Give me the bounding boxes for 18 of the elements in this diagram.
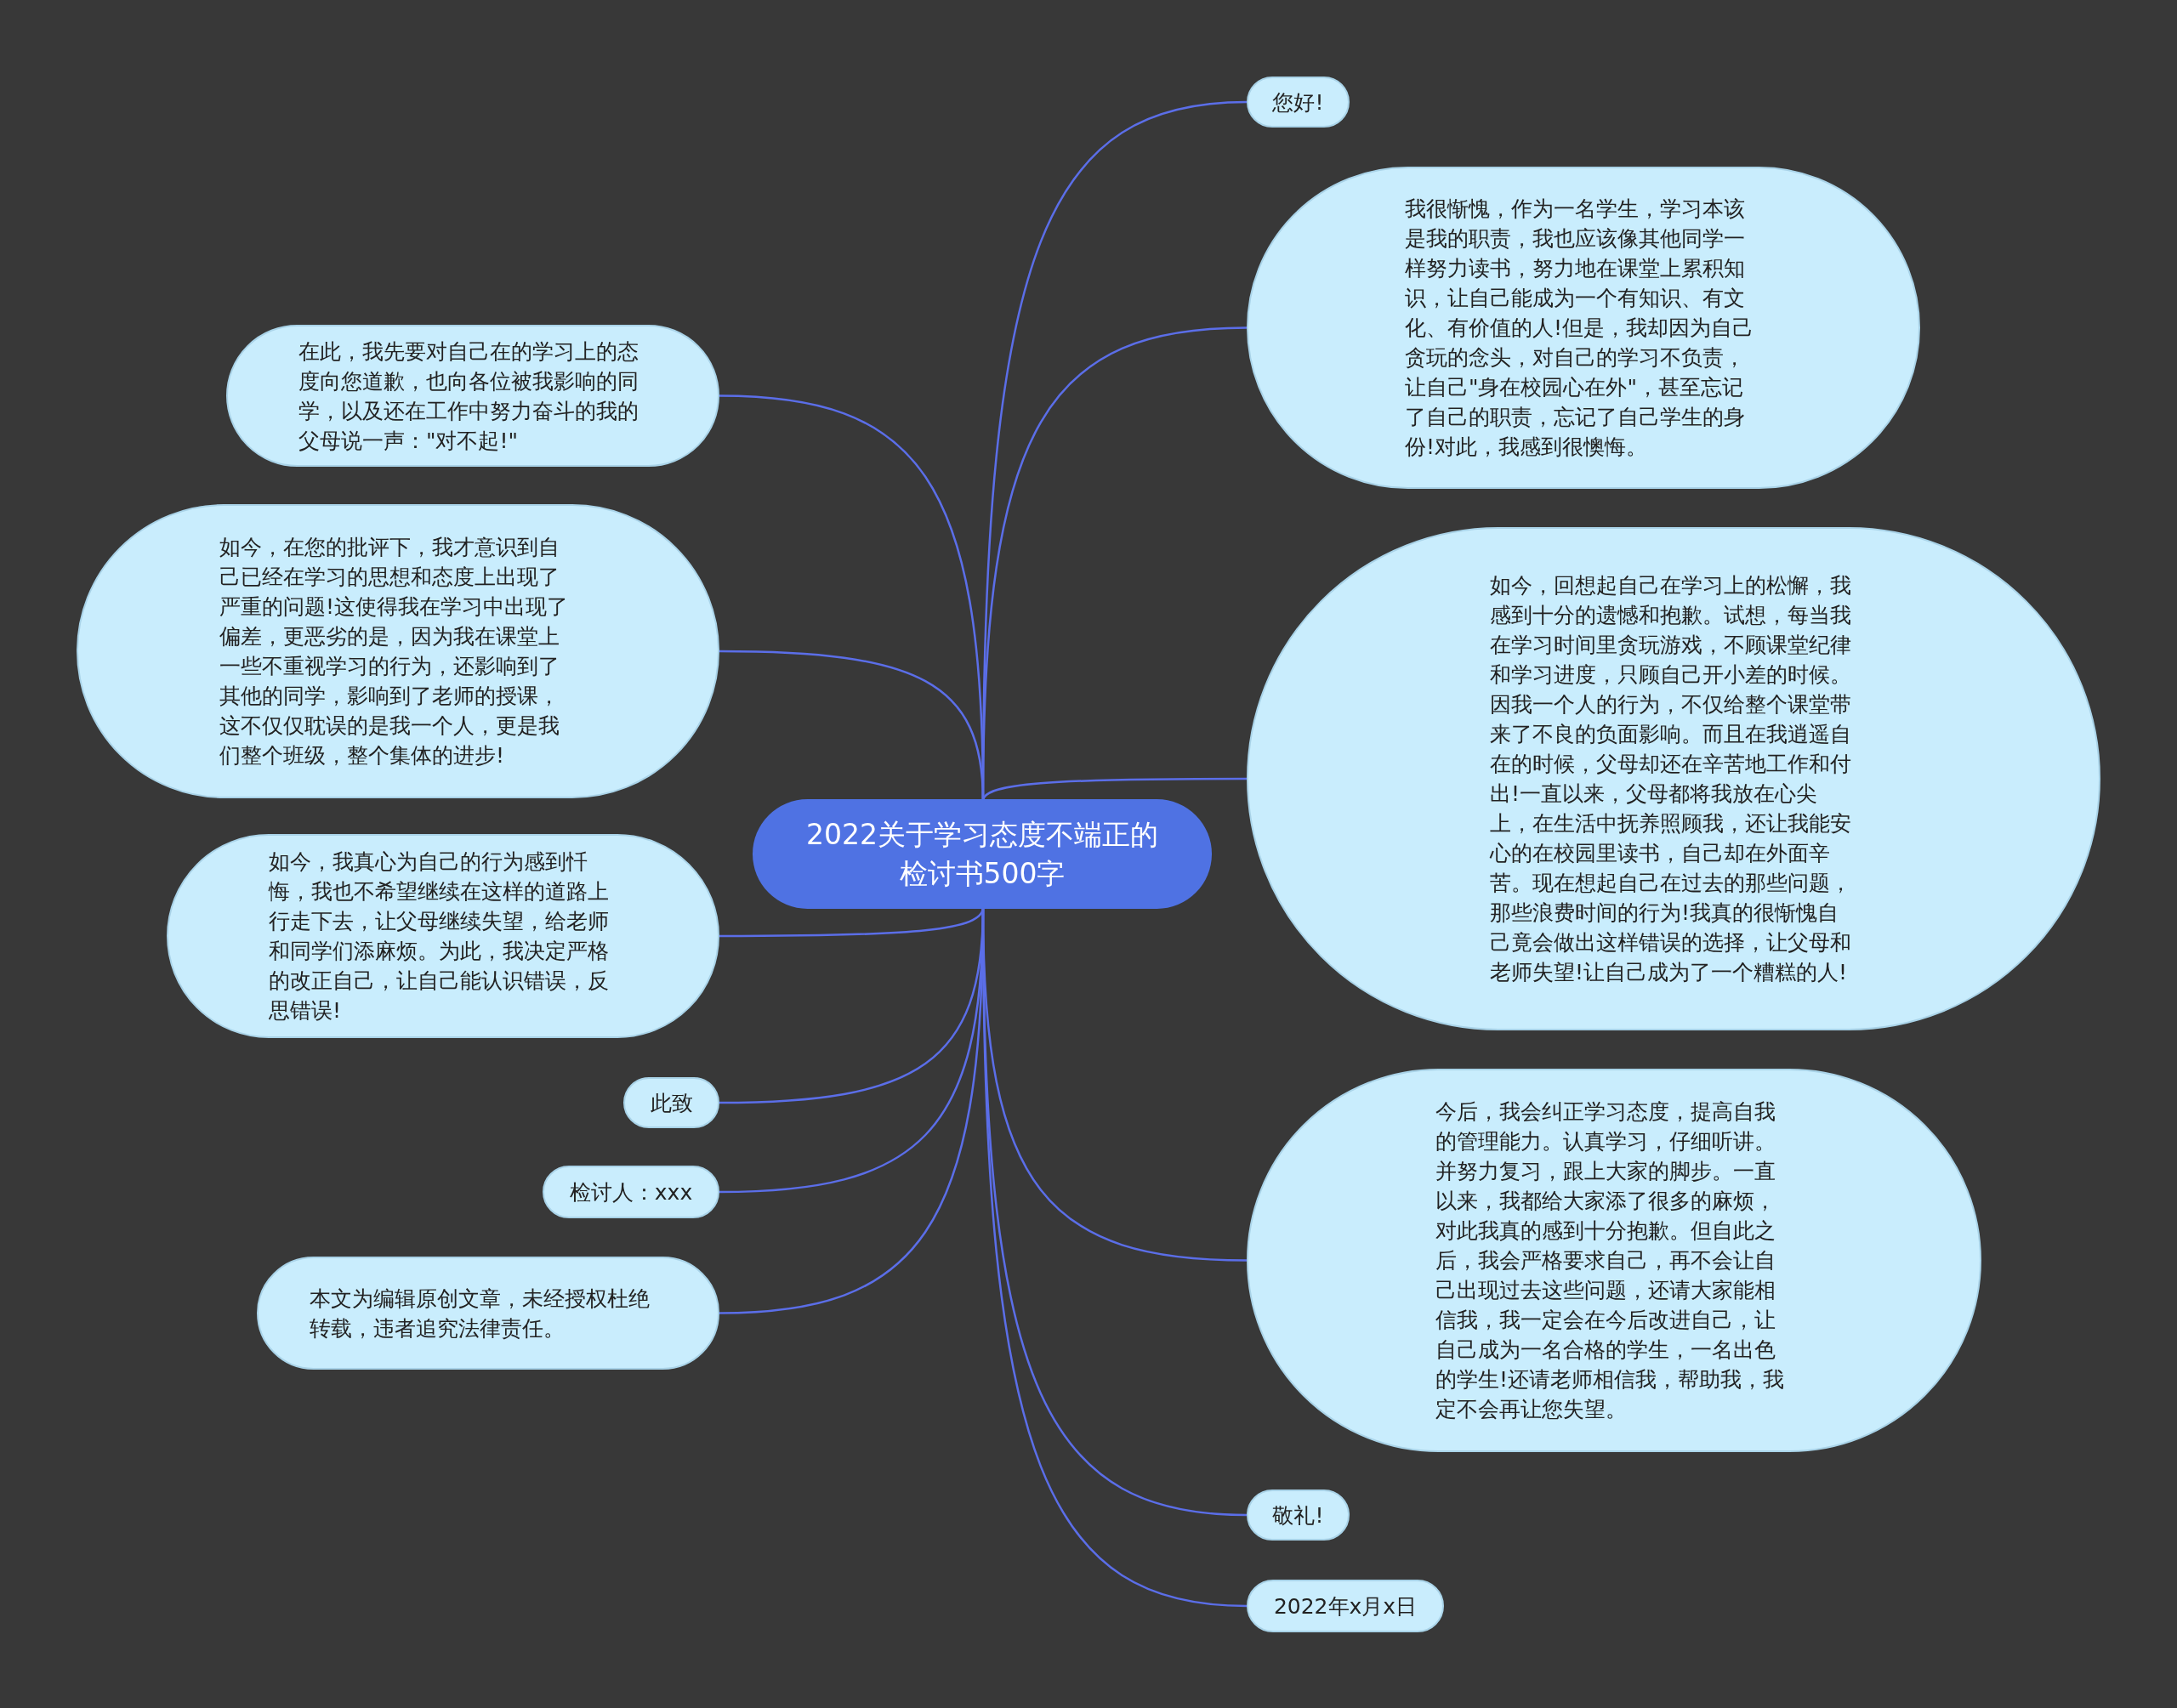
topic-text: 此致 — [650, 1089, 693, 1117]
connector-line — [719, 650, 985, 802]
topic-text: 如今，回想起自己在学习上的松懈，我感到十分的遗憾和抱歉。试想，每当我在学习时间里贪玩游戏，不顾课堂纪律和学习进度，只顾自己开小差的时候。因我一个人的行为，不仅给整个课堂带来了不良的负面影响。而且在我逍遥自在的时候，父母却还在辛苦地工作和付出!一直以来，父母都将我放在心尖上，在生活中抚养照顾我，还让我能安心的在校园里读书，自己却在外面辛苦。现在想起自己在过去的那些问题，那些浪费时间的行为!我真的很惭愧自己竟会做出这样错误的选择，让父母和老师失望!让自己成为了一个糟糕的人! — [1490, 572, 1852, 986]
topic-text: 今后，我会纠正学习态度，提高自我的管理能力。认真学习，仔细听讲。并努力复习，跟上大家的脚步。一直以来，我都给大家添了很多的麻烦，对此我真的感到十分抱歉。但自此之后，我会严格要求自己，再不会让自己出现过去这些问题，还请大家能相信我，我一定会在今后改进自己，让自己成为一名合格的学生，一名出色的学生!还请老师相信我，帮助我，我定不会再让您失望。 — [1435, 1098, 1786, 1423]
topic-text: 您好! — [1272, 88, 1324, 116]
topic-text: 如今，我真心为自己的行为感到忏悔，我也不希望继续在这样的道路上行走下去，让父母继续失望，给老师和同学们添麻烦。为此，我决定严格的改正自己，让自己能认识错误，反思错误! — [269, 848, 610, 1024]
topic-bubble — [1247, 77, 1350, 128]
topic-text: 2022关于学习态度不端正的检讨书500字 — [805, 816, 1159, 892]
connector-line — [981, 777, 1247, 802]
topic-bubble — [1247, 1490, 1350, 1541]
topic-text: 2022年x月x日 — [1273, 1592, 1418, 1620]
topic-text: 检讨人：xxx — [569, 1178, 693, 1206]
topic-text: 我很惭愧，作为一名学生，学习本该是我的职责，我也应该像其他同学一样努力读书，努力地在课堂上累积知识，让自己能成为一个有知识、有文化、有价值的人!但是，我却因为自己贪玩的念头，对自己的学习不负责，让自己"身在校园心在外"，甚至忘记了自己的职责，忘记了自己学生的身份!对此，我感到很懊悔。 — [1405, 196, 1755, 461]
topic-bubble — [623, 1077, 719, 1128]
topic-text: 在此，我先要对自己在的学习上的态度向您道歉，也向各位被我影响的同学，以及还在工作中努力奋斗的我的父母说一声："对不起!" — [298, 338, 639, 455]
topic-text: 如今，在您的批评下，我才意识到自己已经在学习的思想和态度上出现了严重的问题!这使得我在学习中出现了偏差，更恶劣的是，因为我在课堂上一些不重视学习的行为，还影响到了其他的同学，影响到了老师的授课，这不仅仅耽误的是我一个人，更是我们整个班级，整个集体的进步! — [219, 534, 570, 769]
topic-text: 本文为编辑原创文章，未经授权杜绝转载，违者追究法律责任。 — [310, 1285, 651, 1342]
topic-text: 敬礼! — [1272, 1501, 1324, 1529]
